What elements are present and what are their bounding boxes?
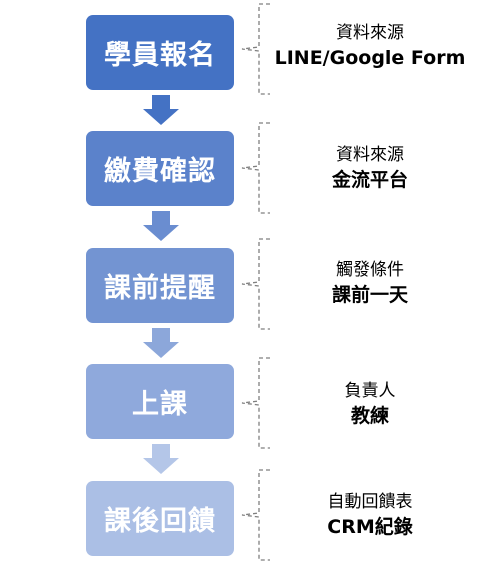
step-label: 上課 — [132, 389, 188, 420]
bracket-path — [241, 357, 270, 449]
annotation-caption: 觸發條件 — [336, 260, 404, 280]
bracket-path — [241, 3, 270, 95]
step-box-pre-class-reminder: 課前提醒 — [86, 248, 234, 323]
annotation-value: CRM紀錄 — [327, 516, 413, 538]
down-arrow-icon — [143, 211, 179, 241]
bracket-path — [241, 469, 270, 561]
annotation-class: 負責人 教練 — [272, 379, 468, 429]
arrow-shape — [143, 211, 179, 241]
annotation-registration: 資料來源 LINE/Google Form — [272, 21, 468, 71]
bracket-path — [241, 238, 270, 330]
bracket-path — [241, 122, 270, 214]
arrow-shape — [143, 444, 179, 474]
annotation-value: 課前一天 — [331, 284, 408, 306]
step-label: 繳費確認 — [104, 156, 216, 187]
arrow-shape — [143, 328, 179, 358]
annotation-feedback: 自動回饋表 CRM紀錄 — [272, 490, 468, 540]
dashed-bracket — [241, 122, 270, 214]
step-box-registration: 學員報名 — [86, 15, 234, 90]
annotation-reminder: 觸發條件 課前一天 — [272, 258, 468, 308]
step-label: 學員報名 — [104, 40, 216, 71]
annotation-value: 教練 — [350, 405, 389, 427]
arrow-shape — [143, 95, 179, 125]
annotation-caption: 自動回饋表 — [327, 492, 413, 512]
dashed-bracket — [241, 3, 270, 95]
annotation-caption: 資料來源 — [336, 23, 404, 43]
step-box-payment-confirmation: 繳費確認 — [86, 131, 234, 206]
annotation-caption: 負責人 — [344, 381, 396, 401]
down-arrow-icon — [143, 95, 179, 125]
annotation-payment: 資料來源 金流平台 — [272, 143, 468, 193]
step-label: 課後回饋 — [104, 506, 216, 537]
step-box-feedback: 課後回饋 — [86, 481, 234, 556]
dashed-bracket — [241, 238, 270, 330]
down-arrow-icon — [143, 444, 179, 474]
step-label: 課前提醒 — [104, 273, 216, 304]
down-arrow-icon — [143, 328, 179, 358]
annotation-value: LINE/Google Form — [274, 47, 466, 69]
step-box-class: 上課 — [86, 364, 234, 439]
dashed-bracket — [241, 357, 270, 449]
dashed-bracket — [241, 469, 270, 561]
annotation-value: 金流平台 — [331, 169, 408, 191]
annotation-caption: 資料來源 — [336, 145, 404, 165]
